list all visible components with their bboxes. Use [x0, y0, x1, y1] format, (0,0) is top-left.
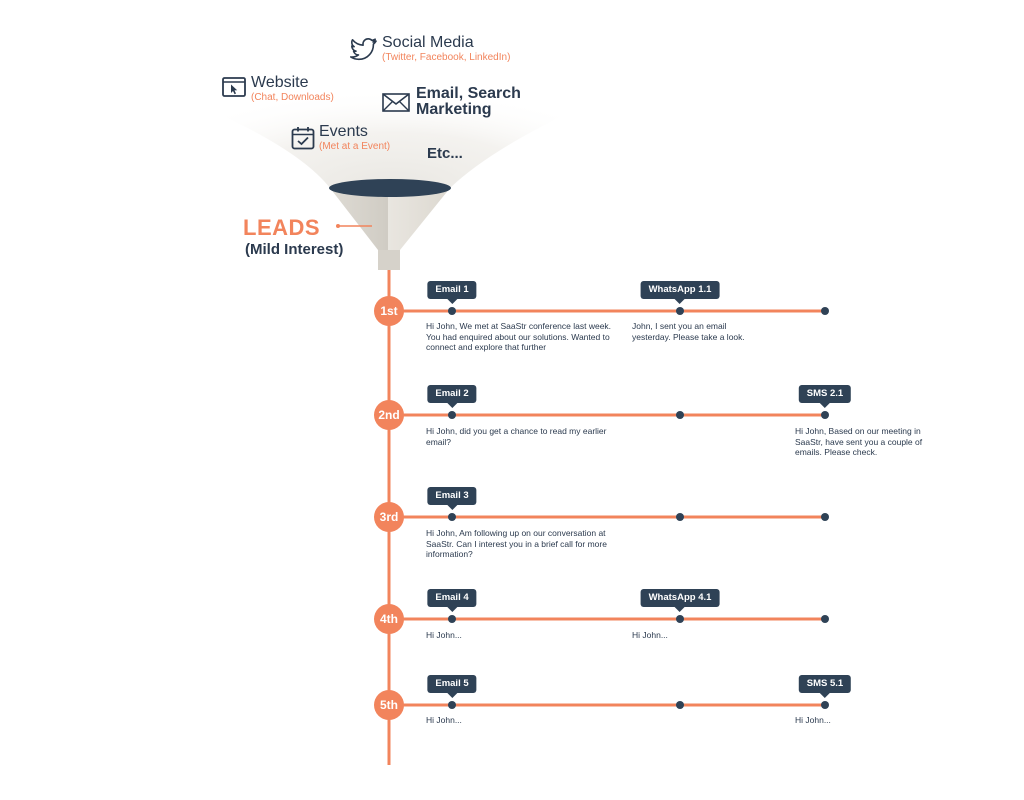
step-badge-circle	[374, 690, 404, 720]
touchpoint-message-primary: Hi John...	[426, 715, 462, 725]
step-label: 2nd	[378, 408, 400, 422]
touchpoint-message-primary: Hi John...	[426, 630, 462, 640]
funnel-glow	[210, 55, 575, 188]
touchpoint-dot-primary	[448, 701, 456, 709]
etc-label: Etc...	[427, 145, 463, 162]
touchpoint-dot-middle	[676, 411, 684, 419]
leads-connector-dot	[336, 224, 340, 228]
funnel-spout	[378, 250, 400, 270]
touchpoint-dot-middle	[676, 701, 684, 709]
source-website: Website (Chat, Downloads)	[251, 74, 334, 104]
step-badge-circle	[374, 400, 404, 430]
touchpoint-tag-primary: Email 5	[427, 675, 477, 698]
touchpoint-dot-middle	[676, 615, 684, 623]
source-email-search: Email, Search Marketing	[416, 86, 546, 118]
touchpoint-message-middle: John, I sent you an email yesterday. Ple…	[632, 321, 745, 342]
touchpoint-dot-primary	[448, 307, 456, 315]
touchpoint-tag-primary: Email 3	[427, 487, 477, 510]
touchpoint-tag-middle: WhatsApp 4.1	[640, 589, 720, 612]
touchpoint-tag-right: SMS 5.1	[798, 675, 852, 698]
step-label: 5th	[380, 698, 398, 712]
step-label: 4th	[380, 612, 398, 626]
funnel-cone-right	[388, 188, 450, 262]
touchpoint-tag-right: SMS 2.1	[798, 385, 852, 408]
leads-title: LEADS	[243, 215, 321, 240]
touchpoint-dot-end	[821, 513, 829, 521]
source-title: Email, Search Marketing	[416, 85, 521, 118]
source-subtitle: (Met at a Event)	[319, 141, 391, 152]
envelope-icon	[382, 93, 410, 112]
touchpoint-tag-primary: Email 4	[427, 589, 477, 612]
leads-subtitle: (Mild Interest)	[245, 241, 344, 258]
touchpoint-dot-middle	[676, 513, 684, 521]
step-label: 1st	[380, 304, 398, 318]
source-social-media: Social Media (Twitter, Facebook, LinkedI…	[382, 34, 510, 64]
touchpoint-message-right: Hi John...	[795, 715, 831, 725]
touchpoint-message-primary: Hi John, Am following up on our conversa…	[426, 528, 607, 559]
calendar-icon	[291, 127, 315, 150]
touchpoint-message-primary: Hi John, We met at SaaStr conference las…	[426, 321, 612, 352]
step-badge-circle	[374, 296, 404, 326]
step-badge-circle	[374, 604, 404, 634]
touchpoint-message-middle: Hi John...	[632, 630, 668, 640]
source-title: Events	[319, 123, 368, 140]
touchpoint-message-right: Hi John, Based on our meeting in SaaStr,…	[795, 426, 923, 457]
touchpoint-tag-middle: WhatsApp 1.1	[640, 281, 720, 304]
touchpoint-message-primary: Hi John, did you get a chance to read my…	[426, 426, 607, 447]
funnel-rim	[329, 179, 451, 197]
step-badge-circle	[374, 502, 404, 532]
source-events: Events (Met at a Event)	[319, 123, 390, 153]
step-label: 3rd	[379, 510, 399, 524]
touchpoint-dot-end	[821, 307, 829, 315]
touchpoint-dot-middle	[676, 307, 684, 315]
source-title: Social Media	[382, 34, 474, 51]
touchpoint-tag-primary: Email 2	[427, 385, 477, 408]
touchpoint-dot-end	[821, 615, 829, 623]
twitter-icon	[350, 38, 377, 61]
touchpoint-dot-primary	[448, 411, 456, 419]
browser-icon	[222, 77, 246, 97]
touchpoint-dot-primary	[448, 615, 456, 623]
source-subtitle: (Twitter, Facebook, LinkedIn)	[382, 52, 511, 63]
touchpoint-tag-primary: Email 1	[427, 281, 477, 304]
source-title: Website	[251, 74, 309, 91]
touchpoint-dot-end	[821, 411, 829, 419]
touchpoint-dot-primary	[448, 513, 456, 521]
funnel-cone-left	[330, 188, 388, 262]
touchpoint-dot-end	[821, 701, 829, 709]
source-subtitle: (Chat, Downloads)	[251, 92, 334, 103]
